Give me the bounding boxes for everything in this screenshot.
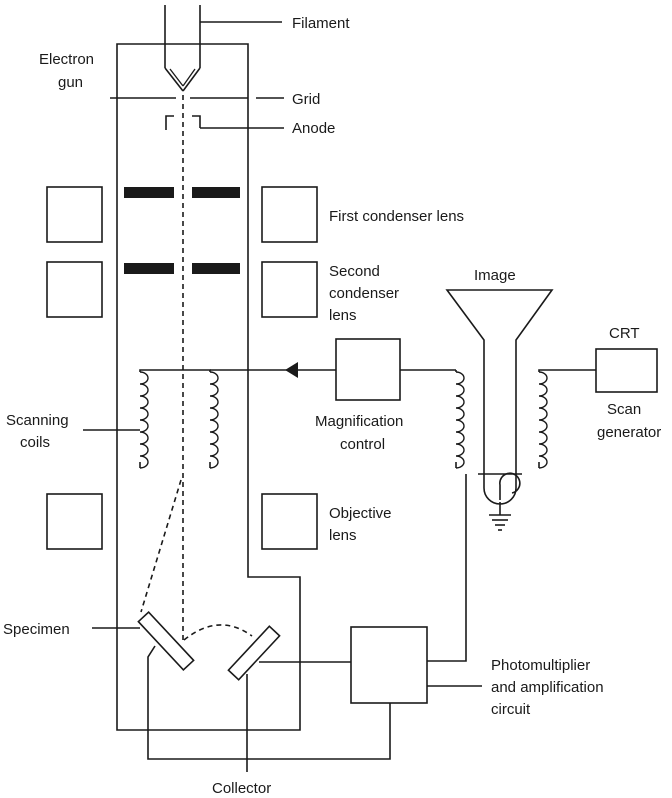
label-scanning-coils-line1: Scanning: [6, 412, 69, 429]
label-scanning-coils-line2: coils: [20, 434, 50, 451]
label-filament: Filament: [292, 15, 350, 32]
label-electron-gun-line1: Electron: [39, 51, 94, 68]
label-image: Image: [474, 267, 516, 284]
label-anode: Anode: [292, 120, 335, 137]
label-electron-gun-line2: gun: [58, 74, 83, 91]
label-first-condenser: First condenser lens: [329, 208, 464, 225]
electron-gun: [164, 5, 282, 92]
label-crt: CRT: [609, 325, 640, 342]
label-collector: Collector: [212, 780, 271, 797]
collector: [227, 625, 281, 681]
label-photomultiplier-line2: and amplification: [491, 679, 604, 696]
electron-beam: [140, 95, 253, 641]
label-magnification-line1: Magnification: [315, 413, 403, 430]
photomultiplier-box: [350, 626, 428, 704]
specimen: [137, 610, 195, 672]
anode: [165, 115, 284, 130]
label-second-condenser-line1: Second: [329, 263, 380, 280]
magnification-control-box: [335, 338, 401, 401]
second-condenser-lens: [46, 261, 318, 318]
label-scan-generator-line2: generator: [597, 424, 661, 441]
label-objective-line2: lens: [329, 527, 357, 544]
wiring: [147, 474, 482, 772]
scanning-coil-left: [139, 371, 149, 469]
signal-arrow: [285, 362, 298, 378]
label-second-condenser-line3: lens: [329, 307, 357, 324]
label-second-condenser-line2: condenser: [329, 285, 399, 302]
objective-lens: [46, 493, 318, 550]
label-grid: Grid: [292, 91, 320, 108]
scan-generator-box: [595, 348, 658, 393]
label-photomultiplier-line1: Photomultiplier: [491, 657, 590, 674]
label-objective-line1: Objective: [329, 505, 392, 522]
label-scan-generator-line1: Scan: [607, 401, 641, 418]
microscope-column: [116, 43, 301, 731]
crt-deflection-coils: [455, 369, 596, 469]
first-condenser-lens: [46, 186, 318, 243]
scanning-coils: [139, 362, 336, 469]
label-magnification-line2: control: [340, 436, 385, 453]
scanning-coil-right: [209, 371, 219, 469]
label-specimen: Specimen: [3, 621, 70, 638]
crt-tube: [445, 289, 554, 531]
label-photomultiplier-line3: circuit: [491, 701, 531, 718]
